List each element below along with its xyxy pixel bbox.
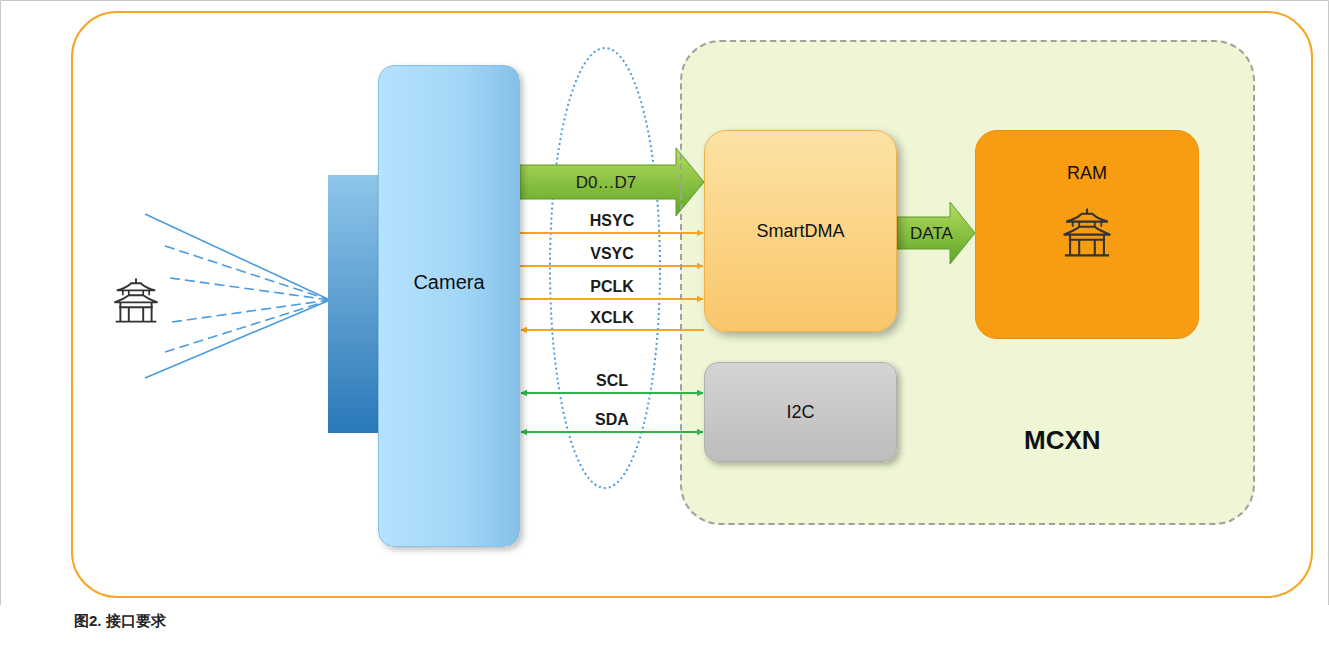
pagoda-shape [1064, 209, 1111, 256]
mcu-region: MCXN SmartDMA RAM I2C [680, 40, 1255, 525]
light-rays [145, 214, 330, 378]
signal-line [520, 298, 703, 300]
ray-line [172, 300, 330, 322]
signal-line [520, 265, 703, 267]
figure-border [1, 1, 1329, 606]
data-bus-arrow [520, 148, 704, 216]
ram-box: RAM [975, 130, 1199, 339]
signal-name: XCLK [588, 310, 636, 326]
bus-label: D0…D7 [574, 174, 638, 191]
node-label: RAM [1067, 163, 1107, 184]
signal-name: SCL [594, 373, 630, 389]
outer-frame [72, 12, 1312, 597]
signal-name: VSYC [588, 246, 636, 262]
mcu-region-fill [680, 40, 1255, 525]
node-label: SmartDMA [756, 221, 844, 242]
data-arrow [897, 202, 975, 264]
signal-line [520, 232, 703, 234]
pagoda-icon [1061, 206, 1113, 258]
smartdma-box: SmartDMA [704, 130, 897, 332]
i2c-line [521, 431, 703, 433]
signal-name: HSYC [588, 213, 636, 229]
figure-caption: 图2. 接口要求 [74, 612, 166, 631]
pagoda-icon [114, 278, 157, 321]
ray-line [165, 300, 330, 352]
ray-line [165, 246, 330, 300]
i2c-line [521, 392, 703, 394]
signal-line [521, 329, 704, 331]
signal-name: SDA [593, 412, 631, 428]
bus-label: DATA [908, 225, 955, 242]
ray-line [145, 300, 330, 378]
ray-line [170, 278, 330, 300]
ray-line [145, 214, 330, 300]
node-label: MCXN [1024, 425, 1101, 456]
node-label: Camera [413, 271, 484, 294]
camera-box: Camera [378, 65, 520, 547]
interface-ellipse [550, 48, 660, 488]
camera-lens [328, 175, 384, 433]
i2c-box: I2C [704, 362, 897, 462]
node-label: I2C [786, 402, 814, 423]
signal-name: PCLK [588, 279, 636, 295]
